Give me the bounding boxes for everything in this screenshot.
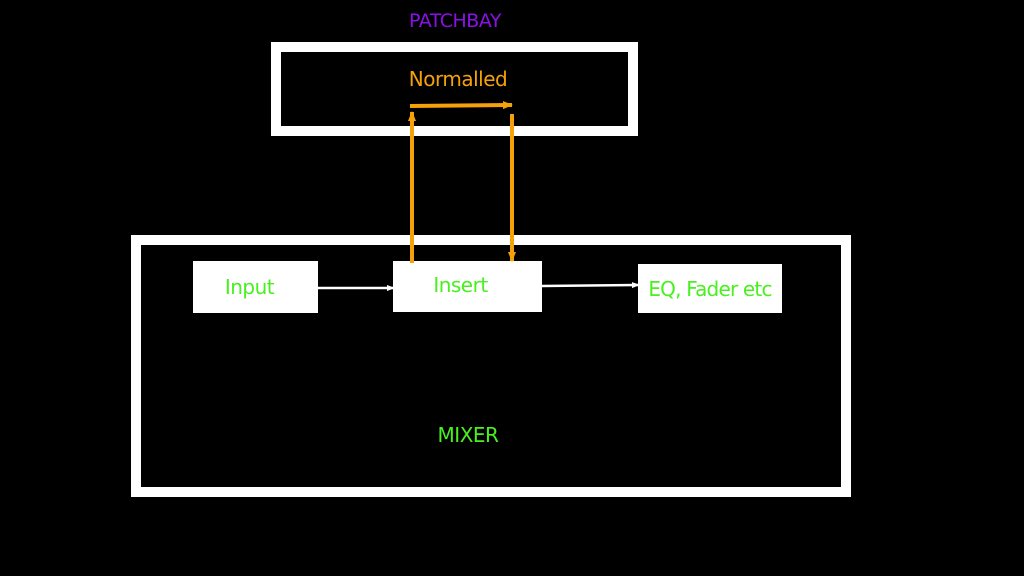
eq-fader-block-label: EQ, Fader etc — [648, 276, 772, 301]
eq-fader-block: EQ, Fader etc — [638, 264, 782, 313]
input-block: Input — [193, 261, 318, 313]
patchbay-frame — [271, 42, 638, 136]
insert-block: Insert — [393, 261, 542, 312]
normalled-label: Normalled — [408, 67, 508, 91]
insert-block-label: Insert — [433, 272, 488, 297]
mixer-title: MIXER — [437, 423, 499, 447]
patchbay-title: PATCHBAY — [409, 10, 501, 32]
input-block-label: Input — [224, 275, 275, 299]
